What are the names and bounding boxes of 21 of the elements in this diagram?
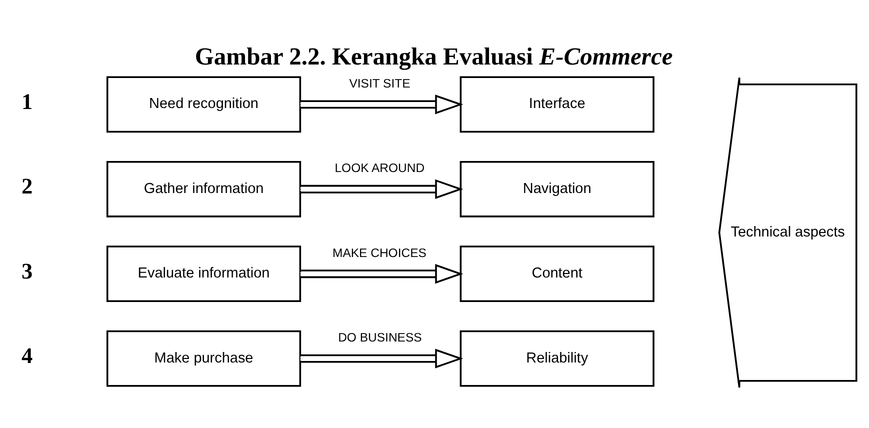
label: 4 [22, 342, 33, 368]
node-box: Gather information [106, 160, 302, 217]
node-box: Interface [460, 76, 654, 132]
arrow [300, 94, 464, 114]
edge-label: MAKE CHOICES [332, 245, 426, 260]
label: 1 [22, 88, 33, 114]
edge-label: VISIT SITE [349, 76, 410, 90]
node-box: Make purchase [106, 330, 302, 386]
label: 2 [22, 173, 33, 198]
label: 3 [22, 258, 33, 283]
node-box: Reliability [460, 330, 654, 386]
edge-label: LOOK AROUND [334, 160, 425, 175]
diagram-title: Gambar 2.2. Kerangka Evaluasi E-Commerce [194, 42, 673, 70]
node-box: Content [460, 245, 654, 302]
node-box: Need recognition [106, 76, 302, 132]
arrow [300, 348, 464, 368]
node-box: Navigation [460, 160, 654, 217]
arrow [300, 178, 464, 198]
node-box: Evaluate information [106, 245, 302, 302]
arrow [300, 264, 464, 284]
edge-label: DO BUSINESS [338, 330, 422, 344]
